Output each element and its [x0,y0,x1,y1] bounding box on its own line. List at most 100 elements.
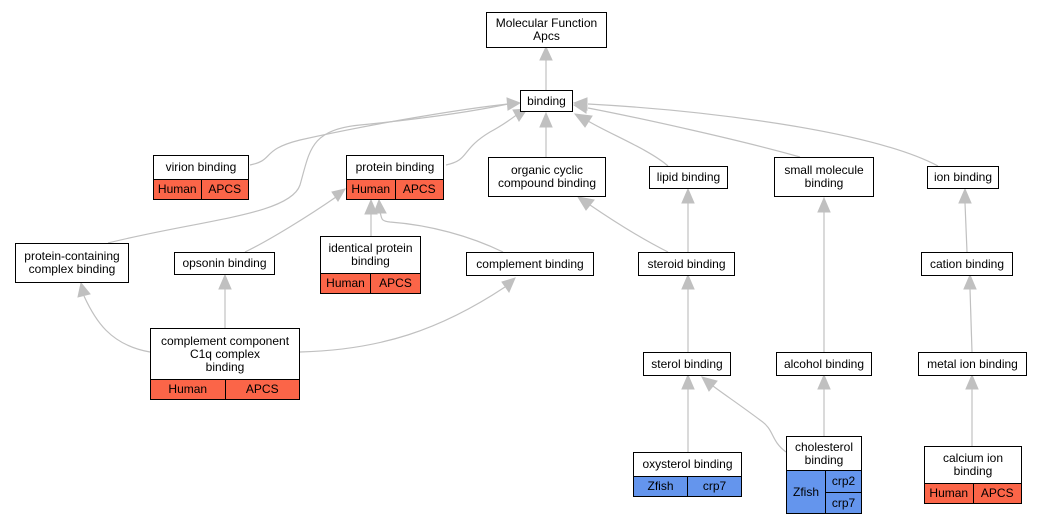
node-small-molecule-binding[interactable]: small molecule binding [774,157,874,197]
species-cell: Human [157,182,197,196]
species-cell: Human [929,486,969,500]
node-label: complement component C1q complex binding [160,333,290,374]
node-label: identical protein binding [328,241,413,268]
node-label: Molecular Function Apcs [495,16,598,43]
edge-cholesterol-to-sterol [712,385,787,453]
edge-arrowhead [572,97,588,111]
edge-arrowhead [373,198,387,214]
edge-c1q-to-pcomplex [83,295,151,353]
node-complement-component-c1q-complex-binding[interactable]: complement component C1q complex binding… [150,328,300,400]
node-protein-containing-complex-binding[interactable]: protein-containing complex binding [15,243,129,283]
node-label: steroid binding [647,256,726,271]
node-label: oxysterol binding [642,457,733,471]
gene-cell[interactable]: APCS [972,484,1022,503]
node-metal-ion-binding[interactable]: metal ion binding [918,352,1027,376]
node-label: lipid binding [656,170,721,184]
edge-opsonin-to-protein [244,196,337,253]
node-label: cation binding [929,256,1005,271]
edge-arrowhead [77,281,91,298]
species-cell: Human [351,182,391,196]
edge-arrowhead [965,373,979,390]
node-molecular-function[interactable]: Molecular Function Apcs [486,12,607,48]
species-cell: Human [326,276,365,290]
gene-cell[interactable]: APCS [224,380,300,399]
edge-arrowhead [364,198,378,215]
species-cell: Human [168,382,208,396]
node-alcohol-binding[interactable]: alcohol binding [776,352,872,376]
species-cell: Zfish [647,479,674,493]
edge-arrowhead [218,273,232,290]
node-label: sterol binding [651,356,723,371]
gene-cell[interactable]: APCS [370,274,420,293]
edge-arrowhead [681,373,695,390]
edge-arrowhead [817,196,831,213]
node-oxysterol-binding[interactable]: oxysterol binding Zfish crp7 [633,452,742,497]
node-label: protein-containing complex binding [24,249,120,276]
edge-arrowhead [576,196,595,211]
annotation-row: Human APCS [321,273,420,293]
edge-steroid-to-organic [589,204,669,253]
edge-arrowhead [539,111,553,128]
gene-cell[interactable]: crp2 [831,474,856,489]
node-label: cholesterol binding [794,439,854,467]
edge-lipid-to-binding [587,120,669,167]
node-cation-binding[interactable]: cation binding [921,252,1013,276]
node-protein-binding[interactable]: protein binding Human APCS [346,155,444,200]
node-label: complement binding [476,256,584,271]
annotation-row: Zfish crp7 [634,476,741,496]
annotation-row: Human APCS [347,179,443,199]
node-label: ion binding [933,170,993,184]
node-label: virion binding [165,160,237,174]
node-virion-binding[interactable]: virion binding Human APCS [153,155,249,200]
node-identical-protein-binding[interactable]: identical protein binding Human APCS [320,236,421,294]
edge-arrowhead [681,187,695,204]
gene-cell[interactable]: APCS [200,180,249,199]
node-label: calcium ion binding [942,451,1004,478]
node-label: protein binding [355,160,435,174]
node-binding[interactable]: binding [520,90,573,112]
edge-arrowhead [958,187,972,204]
node-label: organic cyclic compound binding [497,163,597,190]
edge-complement-to-protein [379,211,504,253]
node-cholesterol-binding[interactable]: cholesterol binding Zfish crp2 crp7 [786,436,862,514]
gene-cell[interactable]: crp7 [687,477,741,496]
edge-arrowhead [817,373,831,390]
node-label: metal ion binding [927,356,1018,371]
node-label: alcohol binding [783,356,865,371]
node-complement-binding[interactable]: complement binding [466,252,594,276]
annotation-row: Human APCS [925,483,1021,503]
annotation-block: Zfish crp2 crp7 [787,470,861,513]
annotation-row: Human APCS [151,379,299,399]
edge-protein-to-binding [445,113,519,166]
edge-arrowhead [539,45,553,61]
node-lipid-binding[interactable]: lipid binding [649,166,728,189]
edge-ion-to-binding [587,103,939,167]
node-sterol-binding[interactable]: sterol binding [643,352,731,376]
edge-arrowhead [681,273,695,290]
edge-cation-to-ion [964,202,968,253]
node-calcium-ion-binding[interactable]: calcium ion binding Human APCS [924,446,1022,504]
node-organic-cyclic-compound-binding[interactable]: organic cyclic compound binding [488,157,606,197]
edge-arrowhead [963,273,977,290]
node-ion-binding[interactable]: ion binding [927,166,999,189]
gene-column: crp2 crp7 [826,471,861,513]
gene-cell[interactable]: APCS [394,180,444,199]
node-label: opsonin binding [182,256,267,270]
edge-arrowhead [573,113,593,128]
annotation-row: Human APCS [154,179,248,199]
edge-arrowhead [501,277,516,294]
edge-metalion-to-cation [969,288,973,353]
edge-arrowhead [506,97,522,111]
node-steroid-binding[interactable]: steroid binding [638,252,735,276]
node-opsonin-binding[interactable]: opsonin binding [174,252,275,275]
edge-c1q-to-complement [299,286,506,353]
edge-smallmol-to-binding [587,107,801,158]
node-label: binding [527,93,566,108]
species-cell: Zfish [787,471,826,513]
edge-pcomplex-to-binding [107,103,509,244]
edge-arrowhead [701,376,718,392]
gene-cell[interactable]: crp7 [826,491,861,514]
node-label: small molecule binding [784,163,864,190]
